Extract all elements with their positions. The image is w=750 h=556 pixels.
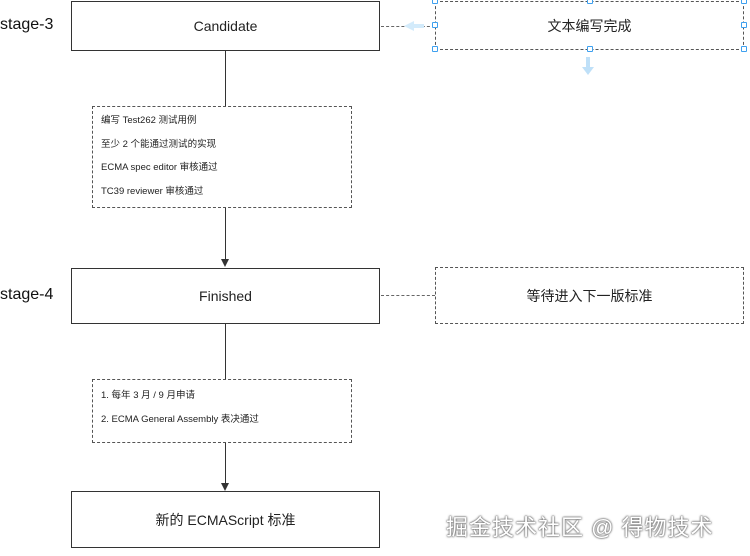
finished-side-connector [381,295,435,296]
selection-handle[interactable] [741,22,747,28]
text-done-label: 文本编写完成 [547,17,632,34]
watermark: 掘金技术社区 @ 得物技术 [446,515,714,540]
wait-next-label: 等待进入下一版标准 [526,287,653,304]
candidate-node[interactable]: Candidate [71,1,380,51]
selection-handle[interactable] [432,46,438,52]
new-standard-node[interactable]: 新的 ECMAScript 标准 [71,491,380,548]
note-item: 编写 Test262 测试用例 [101,115,197,126]
stage-4-label: stage-4 [0,286,54,303]
new-standard-label: 新的 ECMAScript 标准 [155,511,296,528]
flow-line [225,51,226,106]
text-done-box[interactable]: 文本编写完成 [435,1,744,50]
note-item: 2. ECMA General Assembly 表决通过 [101,413,259,425]
arrow-down-icon [221,483,229,491]
drag-hint-left-icon [404,21,424,31]
finished-node[interactable]: Finished [71,268,380,324]
candidate-node-label: Candidate [193,18,258,34]
selection-handle[interactable] [741,0,747,4]
note-item: TC39 reviewer 审核通过 [101,185,204,197]
candidate-requirements-note: 编写 Test262 测试用例 至少 2 个能通过测试的实现 ECMA spec… [92,106,352,208]
arrow-down-icon [221,259,229,267]
stage-3-label: stage-3 [0,16,54,33]
flow-line [225,443,226,484]
flow-line [225,324,226,379]
finished-requirements-note: 1. 每年 3 月 / 9 月申请 2. ECMA General Assemb… [92,379,352,443]
flow-line [225,208,226,260]
drag-hint-arrow-icon [582,57,594,75]
selection-handle[interactable] [587,0,593,4]
finished-node-label: Finished [199,288,252,304]
wait-next-box[interactable]: 等待进入下一版标准 [435,267,744,324]
selection-handle[interactable] [587,46,593,52]
note-item: ECMA spec editor 审核通过 [101,162,218,173]
selection-handle[interactable] [432,22,438,28]
selection-handle[interactable] [432,0,438,4]
selection-handle[interactable] [741,46,747,52]
note-item: 至少 2 个能通过测试的实现 [101,138,217,150]
note-item: 1. 每年 3 月 / 9 月申请 [101,390,195,401]
